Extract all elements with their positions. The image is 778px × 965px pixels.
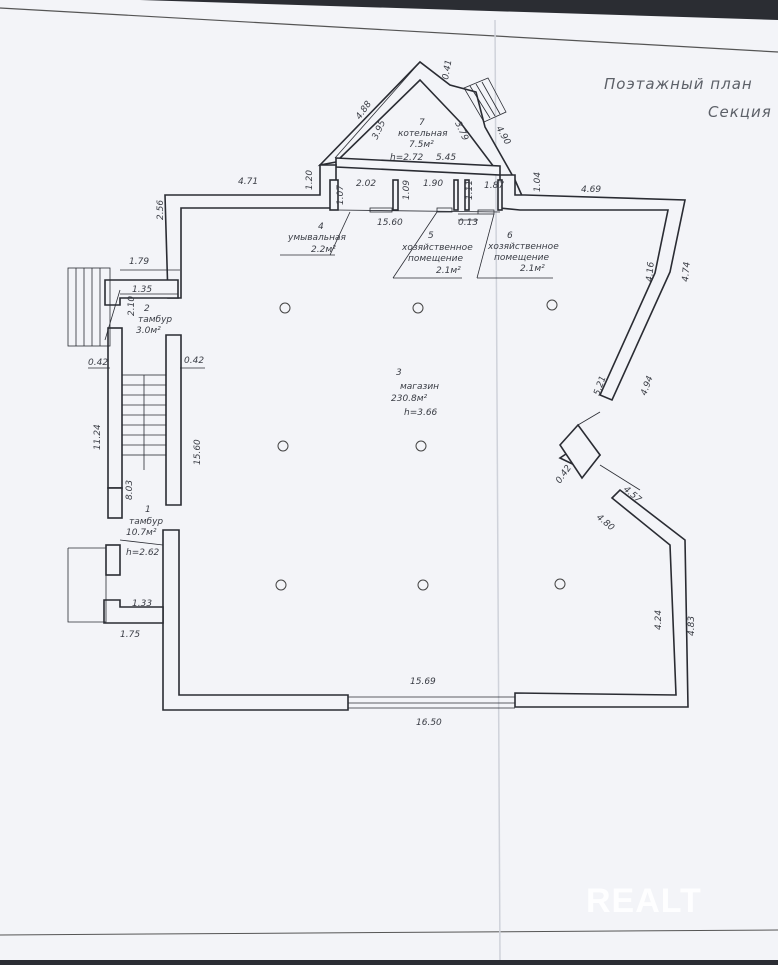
plan-subtitle: Секция <box>708 103 772 121</box>
room-6-name: хозяйственное <box>487 242 559 252</box>
room-1-number: 1 <box>145 505 151 515</box>
plan-title: Поэтажный план <box>604 75 753 93</box>
west-annex <box>67 267 179 624</box>
room-labels: 7 котельная 7.5м² h=2.72 4 умывальная 2.… <box>126 118 559 558</box>
room-6-name2: помещение <box>494 253 549 263</box>
dim-label: 1.35 <box>132 285 152 295</box>
dim-label: 1.33 <box>132 599 152 609</box>
dim-label: 0.42 <box>88 358 108 368</box>
dim-label: 0.13 <box>458 218 478 228</box>
dim-label: 4.83 <box>687 616 697 636</box>
room-6-number: 6 <box>507 231 513 241</box>
room-2-area: 3.0м² <box>136 326 161 336</box>
dim-label: 4.74 <box>681 261 693 282</box>
column <box>417 579 429 591</box>
room-7-area: 7.5м² <box>409 140 434 150</box>
room-1-area: 10.7м² <box>126 528 157 538</box>
bottom-border-line <box>0 929 778 936</box>
dim-label: 15.60 <box>377 218 403 228</box>
room-1-name: тамбур <box>129 517 163 527</box>
top-border-line <box>0 7 778 53</box>
dim-label: 15.69 <box>410 677 436 687</box>
room-4-name: умывальная <box>287 233 346 243</box>
column <box>415 440 427 452</box>
dim-label: 16.50 <box>416 718 442 728</box>
column <box>277 440 289 452</box>
dim-label: 1.79 <box>129 257 149 267</box>
fold-line <box>494 19 501 961</box>
dim-label: 1.09 <box>402 180 412 200</box>
room-3-number: 3 <box>396 368 402 378</box>
column <box>554 578 566 590</box>
dim-label: 2.10 <box>127 296 137 316</box>
dim-label: 2.02 <box>356 179 376 189</box>
dim-label: 1.11 <box>465 180 475 200</box>
columns <box>275 299 566 591</box>
dim-label: 15.60 <box>193 439 203 465</box>
dim-label: 2.56 <box>156 200 166 220</box>
column <box>279 302 291 314</box>
room-3-name: магазин <box>400 382 439 392</box>
room-5-number: 5 <box>428 231 434 241</box>
dim-label: 4.24 <box>654 610 664 630</box>
dim-label: 1.75 <box>120 630 140 640</box>
dimension-labels: 4.88 0.41 3.95 3.79 4.90 5.45 4.71 1.20 … <box>88 59 697 728</box>
room-3-area: 230.8м² <box>391 394 428 404</box>
dim-label: 4.71 <box>238 177 258 187</box>
room-1-height: h=2.62 <box>126 548 160 558</box>
leader-lines <box>88 211 641 608</box>
room-4-area: 2.2м² <box>311 245 336 255</box>
dim-label: 0.41 <box>441 59 454 80</box>
room-7-number: 7 <box>419 118 425 128</box>
dim-label: 1.87 <box>484 181 504 191</box>
column <box>275 579 287 591</box>
room-2-number: 2 <box>144 304 150 314</box>
dim-label: 4.16 <box>645 261 657 282</box>
dim-label: 4.69 <box>581 185 601 195</box>
room-2-name: тамбур <box>138 315 172 325</box>
dim-label: 1.20 <box>305 170 315 190</box>
dim-label: 1.07 <box>336 185 346 205</box>
dim-label: 0.42 <box>184 356 204 366</box>
column <box>412 302 424 314</box>
dim-label: 5.45 <box>436 153 456 163</box>
room-7-height: h=2.72 <box>390 153 424 163</box>
small-rooms-partitions <box>329 179 503 221</box>
room-5-name2: помещение <box>408 254 463 264</box>
outer-walls <box>162 164 689 711</box>
dim-label: 1.04 <box>533 172 543 192</box>
dim-label: 11.24 <box>93 424 103 450</box>
dim-label: 1.90 <box>423 179 443 189</box>
room-5-area: 2.1м² <box>436 266 461 276</box>
room-7-name: котельная <box>398 129 448 139</box>
room-6-area: 2.1м² <box>520 264 545 274</box>
boiler-steps <box>463 77 507 123</box>
column <box>546 299 558 311</box>
realt-watermark-logo: REALT <box>586 882 702 920</box>
room-4-number: 4 <box>318 222 324 232</box>
room-3-height: h=3.66 <box>404 408 438 418</box>
room-5-name: хозяйственное <box>401 243 473 253</box>
dim-label: 8.03 <box>125 480 135 500</box>
